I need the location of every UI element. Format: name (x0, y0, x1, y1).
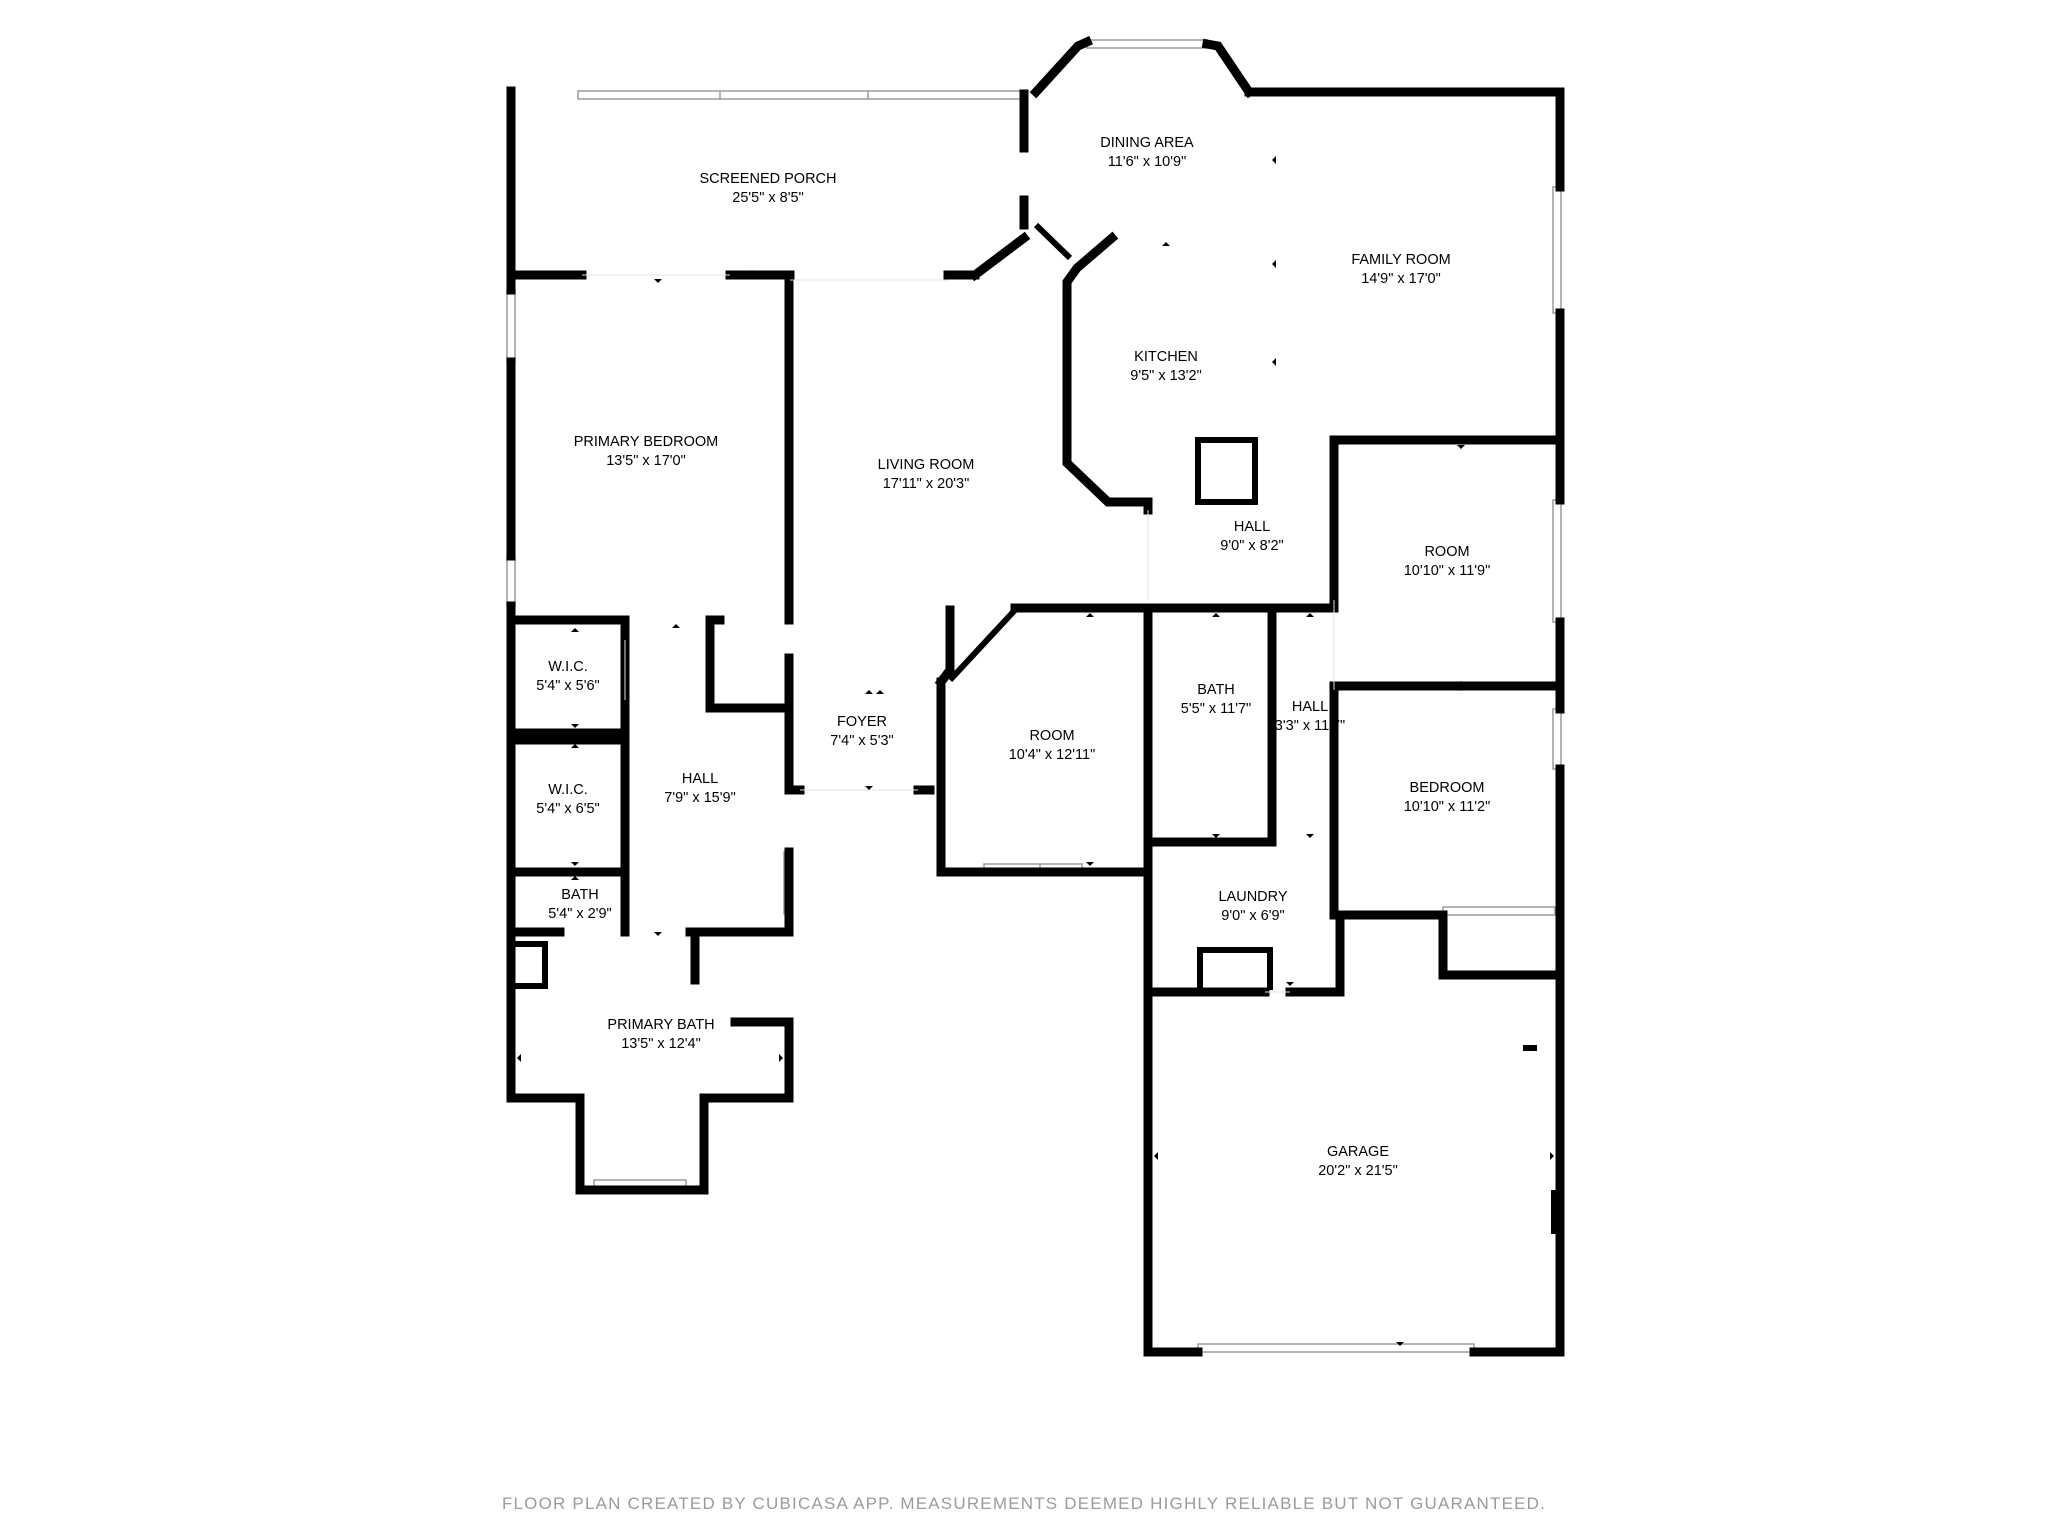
windows (506, 39, 1562, 1353)
room-dim-bath-small: 5'4" x 2'9" (548, 906, 611, 922)
room-dim-wic-2: 5'4" x 6'5" (536, 801, 599, 817)
openings (582, 274, 1335, 993)
room-dim-foyer: 7'4" x 5'3" (830, 733, 893, 749)
room-dim-dining-area: 11'6" x 10'9" (1108, 154, 1186, 170)
room-dim-bedroom: 10'10" x 11'2" (1404, 799, 1491, 815)
room-label-bath-small: BATH (561, 887, 599, 903)
room-dim-bath-center: 5'5" x 11'7" (1181, 701, 1251, 717)
room-label-hall-east: HALL (1292, 699, 1328, 715)
room-label-wic-1: W.I.C. (548, 659, 587, 675)
room-label-screened-porch: SCREENED PORCH (700, 171, 837, 187)
room-label-room-east: ROOM (1424, 544, 1469, 560)
room-label-kitchen: KITCHEN (1134, 349, 1198, 365)
room-dim-primary-bedroom: 13'5" x 17'0" (606, 453, 686, 469)
room-dim-living-room: 17'11" x 20'3" (883, 476, 970, 492)
room-label-bedroom: BEDROOM (1410, 780, 1485, 796)
dimension-ticks (517, 156, 1554, 1346)
room-dim-room-east: 10'10" x 11'9" (1404, 563, 1491, 579)
room-label-hall-center: HALL (1234, 519, 1270, 535)
room-dim-laundry: 9'0" x 6'9" (1221, 908, 1284, 924)
room-label-hall-west: HALL (682, 771, 718, 787)
room-label-wic-2: W.I.C. (548, 782, 587, 798)
room-label-laundry: LAUNDRY (1218, 889, 1287, 905)
room-dim-room-center: 10'4" x 12'11" (1009, 747, 1096, 763)
room-dim-garage: 20'2" x 21'5" (1318, 1163, 1398, 1179)
room-dim-wic-1: 5'4" x 5'6" (536, 678, 599, 694)
room-dim-kitchen: 9'5" x 13'2" (1130, 368, 1201, 384)
room-label-family-room: FAMILY ROOM (1351, 252, 1450, 268)
room-label-garage: GARAGE (1327, 1144, 1389, 1160)
room-label-living-room: LIVING ROOM (878, 457, 975, 473)
room-label-primary-bath: PRIMARY BATH (607, 1017, 714, 1033)
walls (506, 36, 1565, 1357)
room-label-bath-center: BATH (1197, 682, 1235, 698)
room-dim-hall-center: 9'0" x 8'2" (1220, 538, 1283, 554)
room-label-foyer: FOYER (837, 714, 887, 730)
room-label-dining-area: DINING AREA (1100, 135, 1194, 151)
room-dim-family-room: 14'9" x 17'0" (1361, 271, 1441, 287)
footer-disclaimer: FLOOR PLAN CREATED BY CUBICASA APP. MEAS… (501, 1494, 1547, 1513)
room-dim-primary-bath: 13'5" x 12'4" (621, 1036, 701, 1052)
room-dim-hall-east: 3'3" x 11'7" (1275, 718, 1345, 734)
room-labels: SCREENED PORCH 25'5" x 8'5" DINING AREA … (536, 135, 1490, 1179)
room-dim-screened-porch: 25'5" x 8'5" (732, 190, 803, 206)
room-label-room-center: ROOM (1029, 728, 1074, 744)
room-dim-hall-west: 7'9" x 15'9" (664, 790, 735, 806)
room-label-primary-bedroom: PRIMARY BEDROOM (574, 434, 719, 450)
